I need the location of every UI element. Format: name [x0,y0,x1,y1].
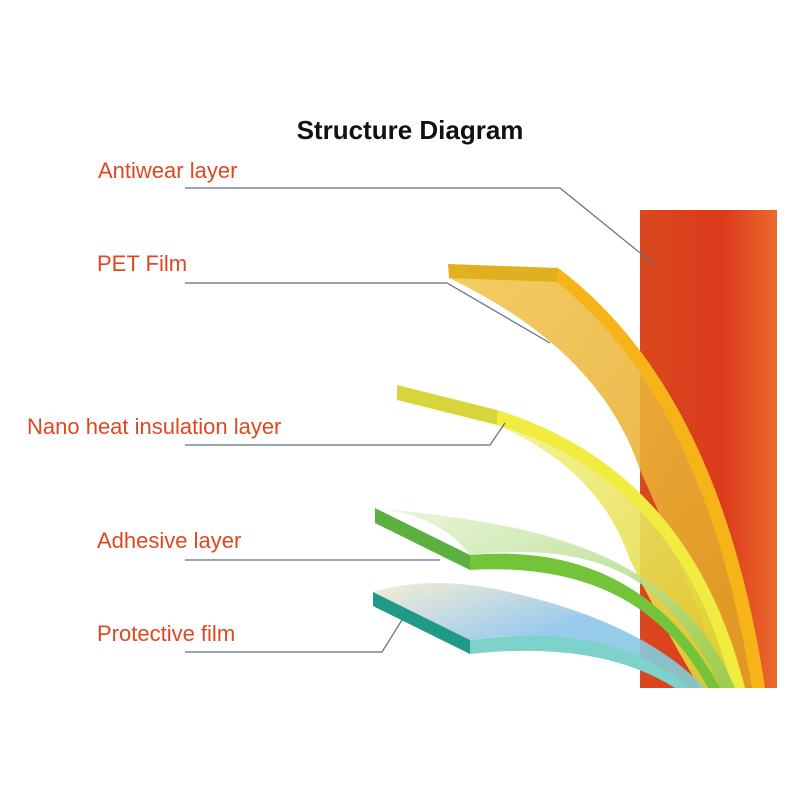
label-antiwear-layer: Antiwear layer [98,158,238,183]
leader-lines [185,187,656,653]
protective-film-shape [373,582,705,688]
label-protective-film: Protective film [97,621,236,646]
label-pet-film: PET Film [97,251,188,276]
pet-film-shape [448,264,765,688]
label-nano-heat-insulation-layer: Nano heat insulation layer [27,414,282,439]
diagram-title: Structure Diagram [296,115,524,145]
adhesive-layer-shape [375,508,735,688]
label-adhesive-layer: Adhesive layer [97,528,242,553]
